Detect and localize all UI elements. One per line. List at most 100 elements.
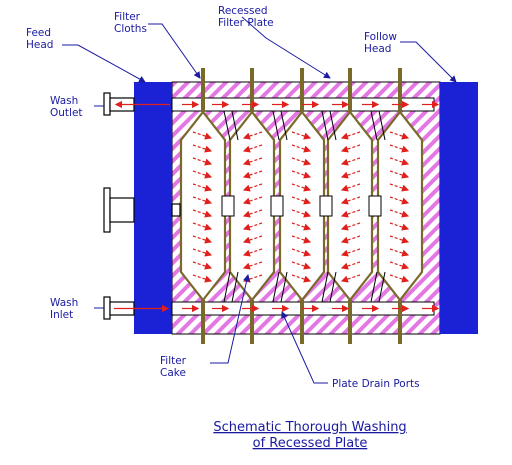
filter-cake-chamber [377,111,423,301]
flow-arrow [340,209,361,218]
filter-cloth-bottom [348,300,352,344]
filter-cake-chamber [279,111,325,301]
flow-arrow [291,183,312,192]
filter-cloth-group [201,68,402,344]
filter-cloth-bottom [250,300,254,344]
flow-arrow [389,235,410,244]
drain-connector [280,271,288,303]
flow-arrow [192,209,213,218]
flow-arrow [389,261,410,270]
drain-connector [272,271,280,303]
chamber-group [179,110,424,303]
drain-connector [329,271,337,303]
caption-line-1: Schematic Thorough Washing [213,420,406,435]
flow-arrow [192,261,213,270]
filter-cake-chamber [180,111,226,301]
drain-connector [231,271,239,303]
drain-connector [378,271,386,303]
flow-arrow [291,144,312,153]
drain-connector [321,271,329,303]
drain-connector [329,110,337,141]
flow-arrow [340,261,361,270]
flow-arrow [340,170,361,179]
flow-arrow [291,157,312,166]
filter-cloth-top [348,68,352,112]
flow-arrow [192,196,213,205]
filter-cloth-bottom [300,300,304,344]
flow-arrow [340,157,361,166]
flow-arrow [389,196,410,205]
flow-arrow [340,196,361,205]
filter-cloth-top [300,68,304,112]
flow-arrow [192,170,213,179]
flow-arrow [340,144,361,153]
leader-lines [62,16,457,384]
flow-arrow [389,248,410,257]
feed-pipe [103,187,181,233]
flow-arrow [242,222,263,231]
drain-connector [272,110,280,141]
flow-arrow [242,209,263,218]
flow-arrow [192,144,213,153]
drain-connector [370,110,378,141]
drain-connector [378,110,386,141]
drain-connector [280,110,288,141]
flow-arrow [340,183,361,192]
flow-arrow [242,261,263,270]
plate-drain-ports-label: Plate Drain Ports [332,378,420,390]
flow-arrow-group [114,100,440,313]
drain-connector [223,271,231,303]
filter-cloth-top [201,68,205,112]
flow-arrow [389,274,410,283]
flow-arrow [389,209,410,218]
flow-arrow [242,131,263,140]
drain-connector [321,110,329,141]
flow-arrow [340,222,361,231]
flow-arrow [291,209,312,218]
filter-cloth-top [398,68,402,112]
follow-head-block [440,82,478,334]
drain-connector [370,271,378,303]
flow-arrow [340,274,361,283]
flow-arrow [291,222,312,231]
plate-port [368,195,382,217]
flow-arrow [192,274,213,283]
flow-arrow [192,157,213,166]
flow-arrow [389,170,410,179]
filter-cake-chamber [327,111,373,301]
flow-arrow [291,248,312,257]
flow-arrow [389,144,410,153]
flow-arrow [192,235,213,244]
flow-arrow [291,131,312,140]
flow-arrow [389,157,410,166]
flow-arrow [389,183,410,192]
flow-arrow [242,248,263,257]
flow-arrow [242,196,263,205]
flow-arrow [242,144,263,153]
flow-arrow [291,274,312,283]
drain-connector [223,110,231,141]
flow-arrow [291,235,312,244]
flow-arrow [291,196,312,205]
flow-arrow [242,183,263,192]
filter-cloth-bottom [201,300,205,344]
flow-arrow [192,248,213,257]
flow-arrow [291,261,312,270]
flow-arrow [291,170,312,179]
flow-arrow [192,222,213,231]
plate-port [270,195,284,217]
flow-arrow [242,157,263,166]
flow-arrow [192,183,213,192]
flow-arrow [340,131,361,140]
flow-arrow [389,222,410,231]
plate-port [319,195,333,217]
feed-head-block [134,82,172,334]
flow-arrow [192,131,213,140]
caption-line-2: of Recessed Plate [253,436,368,451]
